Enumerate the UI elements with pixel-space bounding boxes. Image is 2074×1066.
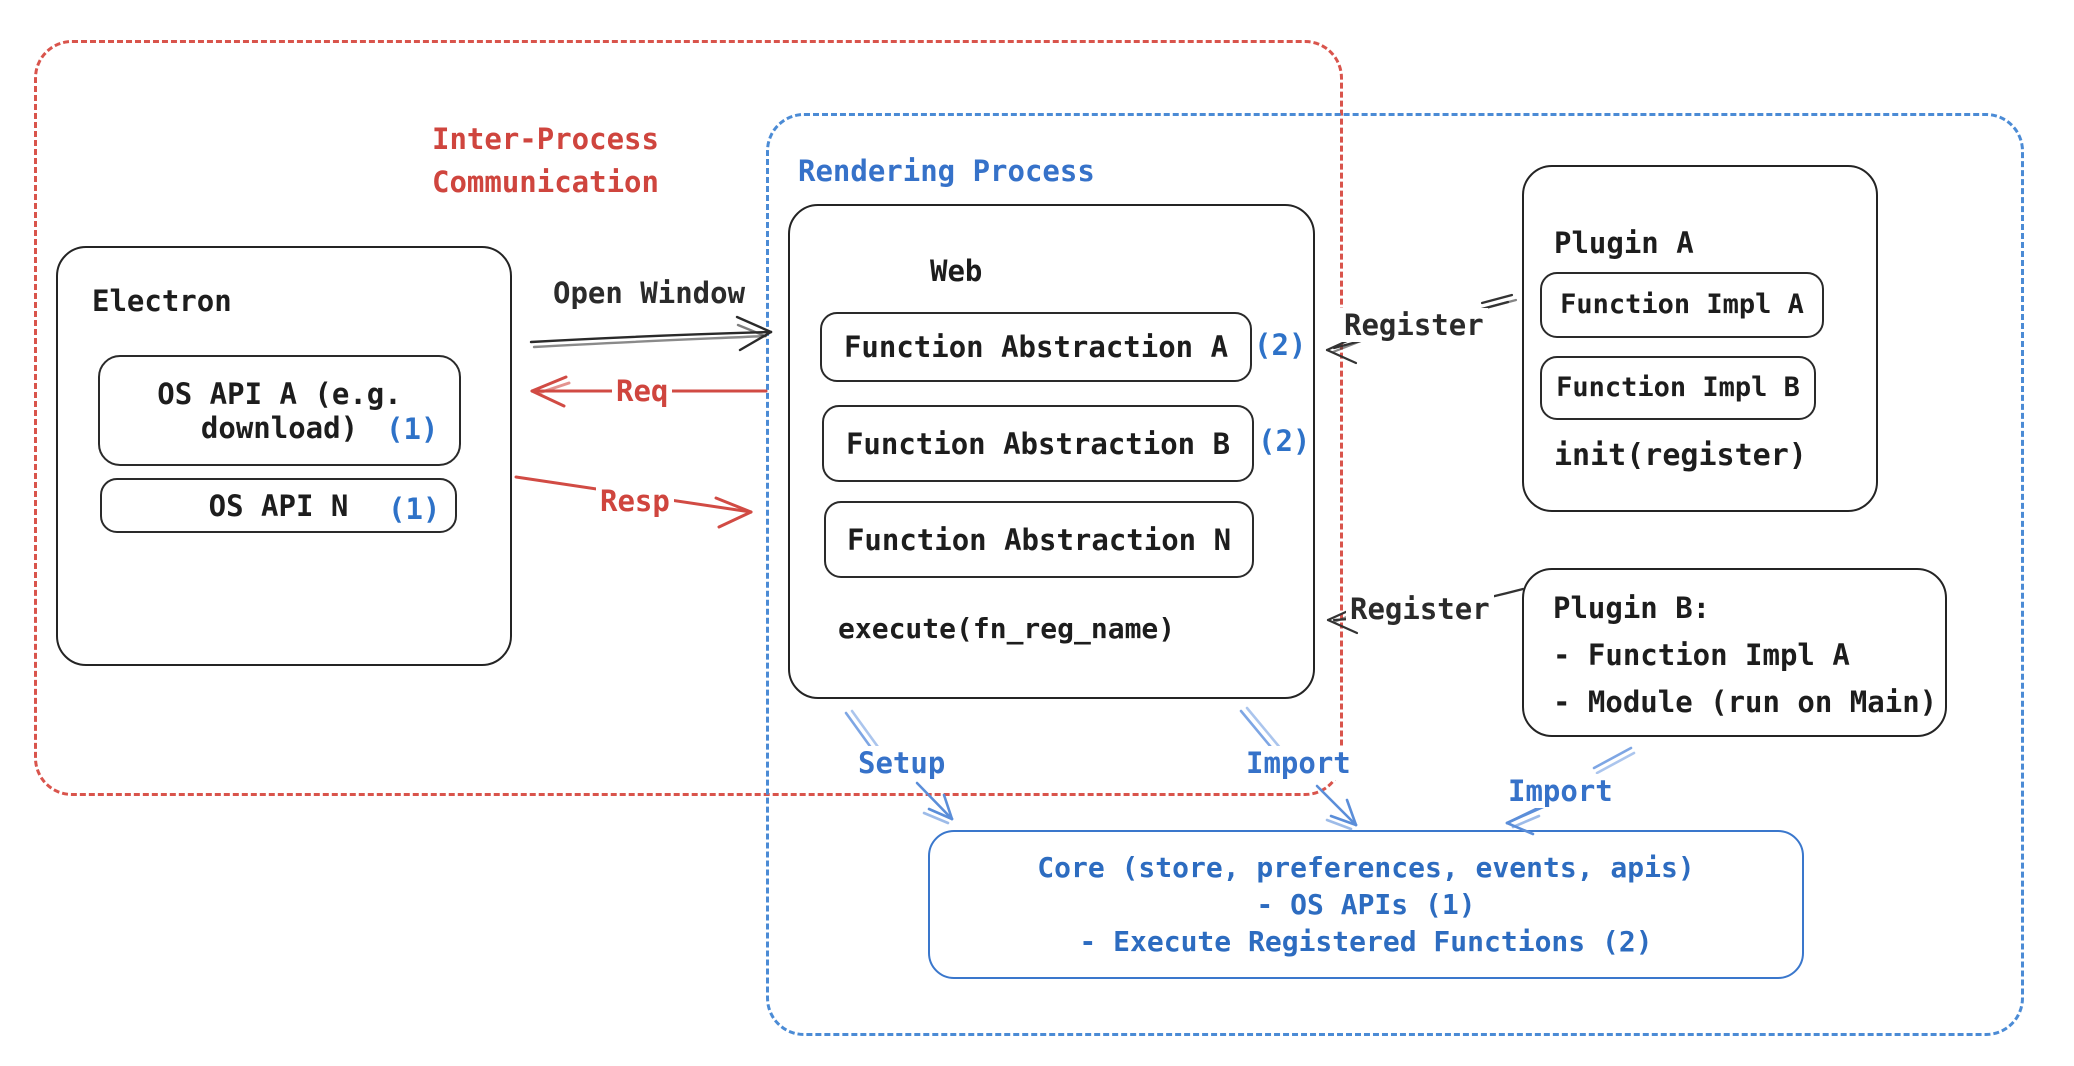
rendering-region-label: Rendering Process — [798, 154, 1095, 188]
open-window-arrow — [529, 315, 773, 352]
function-abstraction-b-badge: (2) — [1258, 424, 1311, 458]
plugin-a-init-text: init(register) — [1554, 438, 1807, 473]
plugin-b-content: Plugin B: - Function Impl A - Module (ru… — [1553, 585, 1937, 726]
open-window-label: Open Window — [553, 276, 746, 310]
os-api-n-label: OS API N — [208, 488, 349, 523]
ipc-label-line2: Communication — [432, 165, 659, 199]
web-title: Web — [930, 254, 983, 288]
import-plugin-label: Import — [1504, 774, 1617, 808]
rendering-region-outline — [766, 113, 2024, 1036]
setup-arrow — [844, 709, 954, 825]
plugin-a-box — [1522, 165, 1878, 512]
register-b-label: Register — [1346, 592, 1494, 626]
function-abstraction-n-pill: Function Abstraction N — [824, 501, 1254, 578]
electron-title: Electron — [92, 284, 232, 318]
function-abstraction-a-pill: Function Abstraction A — [820, 312, 1252, 382]
function-abstraction-a-badge: (2) — [1254, 328, 1307, 362]
web-execute-text: execute(fn_reg_name) — [838, 612, 1176, 645]
plugin-b-item-2: - Module (run on Main) — [1553, 685, 1938, 719]
os-api-n-badge: (1) — [388, 492, 441, 526]
function-abstraction-a-label: Function Abstraction A — [843, 330, 1229, 364]
function-impl-b-pill: Function Impl B — [1540, 356, 1816, 420]
resp-label: Resp — [596, 484, 674, 518]
plugin-b-title: Plugin B: — [1553, 591, 1711, 625]
core-line-1: Core (store, preferences, events, apis) — [1037, 851, 1695, 884]
plugin-b-item-1: - Function Impl A — [1553, 638, 1850, 672]
os-api-a-line1: OS API A (e.g. — [157, 376, 402, 411]
register-a-label: Register — [1340, 308, 1488, 342]
function-impl-a-label: Function Impl A — [1560, 289, 1804, 320]
function-abstraction-n-label: Function Abstraction N — [846, 522, 1232, 557]
setup-label: Setup — [854, 746, 950, 780]
function-abstraction-b-pill: Function Abstraction B — [822, 405, 1254, 482]
core-line-2: - OS APIs (1) — [1256, 888, 1476, 921]
ipc-region-outline — [34, 40, 1343, 796]
os-api-a-pill: OS API A (e.g. download) — [98, 355, 461, 466]
os-api-n-pill: OS API N — [100, 478, 457, 533]
core-box: Core (store, preferences, events, apis) … — [928, 830, 1804, 979]
os-api-a-badge: (1) — [386, 412, 439, 446]
function-impl-a-pill: Function Impl A — [1540, 272, 1824, 338]
os-api-a-label: OS API A (e.g. download) — [157, 377, 401, 445]
import-web-label: Import — [1242, 746, 1355, 780]
core-line-3: - Execute Registered Functions (2) — [1079, 925, 1653, 958]
plugin-b-box — [1522, 568, 1947, 737]
function-abstraction-b-label: Function Abstraction B — [845, 426, 1231, 461]
ipc-region-label: Inter-Process Communication — [428, 118, 663, 204]
os-api-a-line2: download) — [200, 410, 359, 445]
plugin-a-title: Plugin A — [1554, 226, 1694, 260]
req-label: Req — [612, 374, 673, 408]
function-impl-b-label: Function Impl B — [1556, 372, 1800, 403]
ipc-label-line1: Inter-Process — [432, 122, 659, 156]
